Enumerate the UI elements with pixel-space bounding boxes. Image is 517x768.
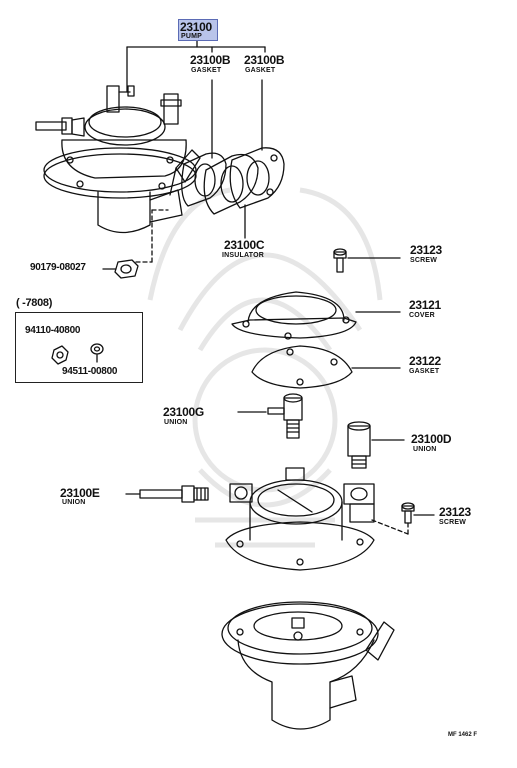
lower-body-drawing	[225, 467, 409, 571]
gasket-b-name: GASKET	[245, 67, 276, 74]
union-e-number[interactable]: 23100E	[60, 486, 100, 500]
variant-nut-number[interactable]: 94110-40800	[25, 325, 81, 336]
gasket-insulator-drawing	[181, 147, 285, 215]
cover-number[interactable]: 23121	[409, 298, 441, 312]
screw-top-number[interactable]: 23123	[410, 243, 442, 257]
union-g-name: UNION	[164, 419, 188, 426]
assembled-pump-drawing	[35, 85, 201, 234]
gasket-b-number[interactable]: 23100B	[244, 53, 285, 67]
screw-top-drawing	[333, 248, 401, 273]
cover-name: COVER	[409, 312, 435, 319]
screw-bottom-drawing	[401, 502, 435, 524]
insulator-name: INSULATOR	[222, 252, 264, 259]
cover-gasket-name: GASKET	[409, 368, 440, 375]
bottom-housing-drawing	[221, 601, 395, 730]
gasket-a-name: GASKET	[191, 67, 222, 74]
insulator-number[interactable]: 23100C	[224, 238, 265, 252]
screw-top-name: SCREW	[410, 257, 438, 264]
union-d-name: UNION	[413, 446, 437, 453]
cover-drawing	[231, 291, 401, 340]
variant-range: ( -7808)	[16, 297, 53, 309]
pump-highlight	[178, 19, 218, 41]
figure-code: MF 1462 F	[448, 732, 478, 738]
pump-number[interactable]: 23100	[180, 20, 212, 34]
nut-90179-drawing	[102, 209, 169, 279]
nut-90179-number[interactable]: 90179-08027	[30, 262, 86, 273]
screw-bottom-name: SCREW	[439, 519, 467, 526]
pump-name: PUMP	[181, 33, 203, 40]
pump-leader-lines	[126, 39, 266, 239]
watermark-emblem	[147, 187, 383, 548]
union-e-name: UNION	[62, 499, 86, 506]
cover-gasket-drawing	[251, 345, 401, 389]
union-d-drawing	[347, 421, 405, 469]
variant-washer-number[interactable]: 94511-00800	[62, 366, 118, 377]
union-d-number[interactable]: 23100D	[411, 432, 452, 446]
cover-gasket-number[interactable]: 23122	[409, 354, 441, 368]
union-g-number[interactable]: 23100G	[163, 405, 204, 419]
variant-box	[15, 312, 143, 383]
gasket-a-number[interactable]: 23100B	[190, 53, 231, 67]
variant-box-drawing	[51, 343, 104, 365]
union-e-drawing	[125, 485, 209, 503]
union-g-drawing	[237, 393, 303, 439]
screw-bottom-number[interactable]: 23123	[439, 505, 471, 519]
